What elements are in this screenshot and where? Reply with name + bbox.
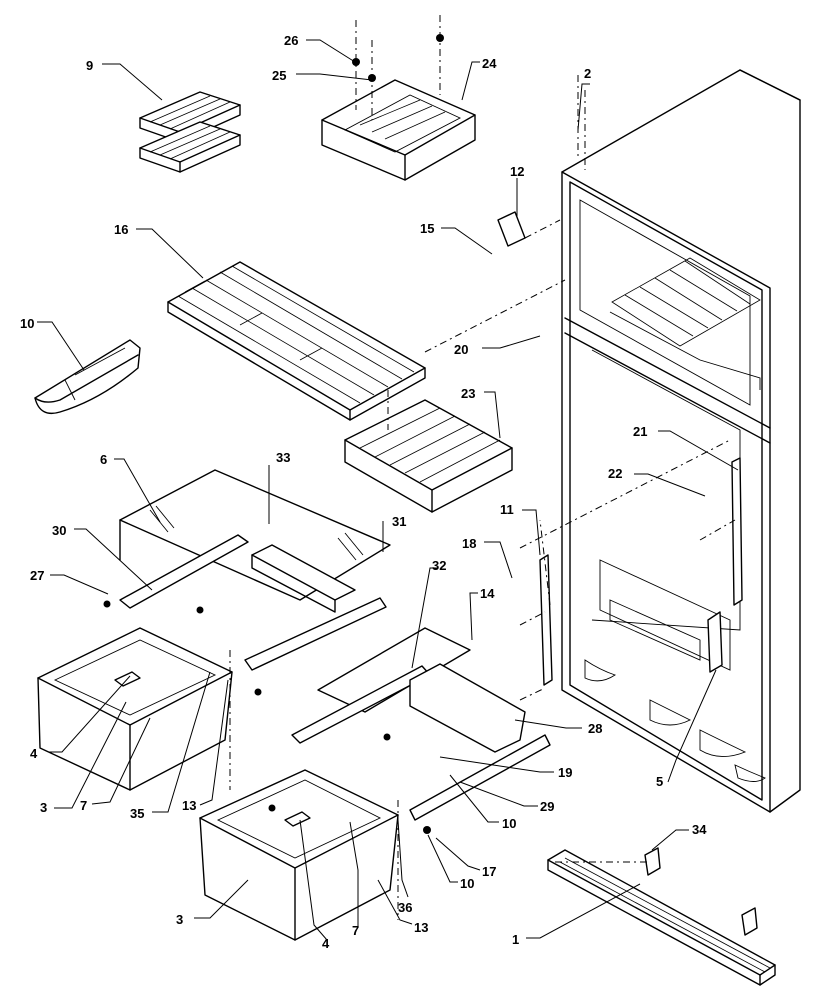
door-bin <box>34 339 141 415</box>
small-parts <box>103 34 758 936</box>
callout-30: 30 <box>52 523 66 538</box>
toe-grille <box>547 849 776 986</box>
callout-6: 6 <box>100 452 107 467</box>
ice-trays <box>139 91 241 173</box>
callout-27: 27 <box>30 568 44 583</box>
callout-7b: 7 <box>352 923 359 938</box>
callout-14: 14 <box>480 586 495 601</box>
callout-28: 28 <box>588 721 602 736</box>
callout-13a: 13 <box>182 798 196 813</box>
ice-bin <box>321 79 476 181</box>
wire-basket <box>344 399 513 513</box>
callout-5: 5 <box>656 774 663 789</box>
callout-4b: 4 <box>322 936 330 951</box>
callout-20: 20 <box>454 342 468 357</box>
callout-23: 23 <box>461 386 475 401</box>
callout-3a: 3 <box>40 800 47 815</box>
callout-3b: 3 <box>176 912 183 927</box>
callout-numbers: 9 26 25 24 2 12 15 16 10 20 23 21 22 6 3… <box>20 33 707 951</box>
callout-2: 2 <box>584 66 591 81</box>
callout-16: 16 <box>114 222 128 237</box>
callout-21: 21 <box>633 424 647 439</box>
callout-17: 17 <box>482 864 496 879</box>
callout-34: 34 <box>692 822 707 837</box>
lower-frames <box>291 627 551 821</box>
cabinet <box>561 69 801 813</box>
callout-10b: 10 <box>460 876 474 891</box>
callout-35: 35 <box>130 806 144 821</box>
callout-9: 10 <box>20 316 34 331</box>
callout-7a: 7 <box>80 798 87 813</box>
callout-29: 29 <box>540 799 554 814</box>
wire-shelf <box>167 261 426 421</box>
callout-19: 19 <box>558 765 572 780</box>
callout-10a: 10 <box>502 816 516 831</box>
callout-11: 11 <box>500 502 514 517</box>
crisper-drawer-lower <box>199 769 399 941</box>
callout-33: 33 <box>276 450 290 465</box>
callout-8: 9 <box>86 58 93 73</box>
callout-18: 18 <box>462 536 476 551</box>
callout-13b: 13 <box>414 920 428 935</box>
callout-15: 15 <box>420 221 434 236</box>
callout-25: 25 <box>272 68 286 83</box>
callout-26: 26 <box>284 33 298 48</box>
callout-4a: 4 <box>30 746 38 761</box>
callout-36: 36 <box>398 900 412 915</box>
callout-32: 32 <box>432 558 446 573</box>
callout-24: 24 <box>482 56 497 71</box>
leader-lines <box>37 39 739 941</box>
callout-12: 12 <box>510 164 524 179</box>
crisper-drawer-upper <box>37 627 233 791</box>
callout-31: 31 <box>392 514 406 529</box>
callout-1: 1 <box>512 932 519 947</box>
rails <box>539 457 743 686</box>
callout-22: 22 <box>608 466 622 481</box>
